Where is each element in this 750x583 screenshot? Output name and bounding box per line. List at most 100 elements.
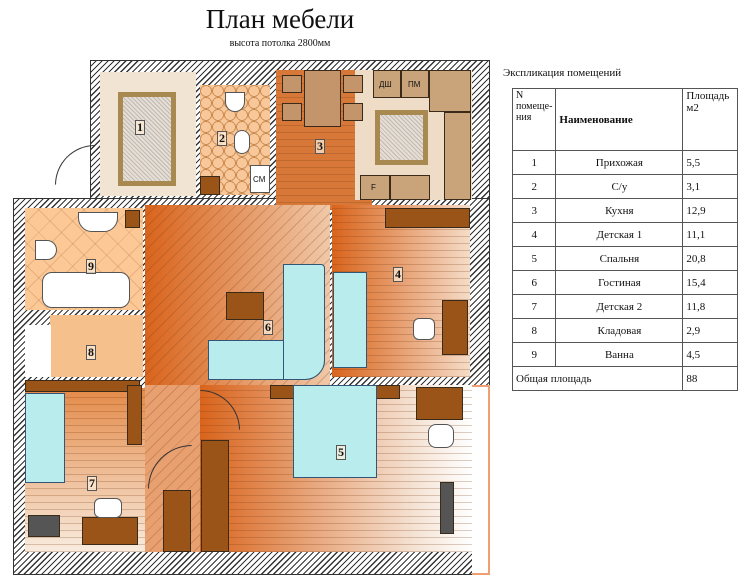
kitchen-rug xyxy=(375,110,428,165)
room-number-cell: 2 xyxy=(511,174,557,199)
shelf xyxy=(25,380,140,392)
room-name-cell: Детская 2 xyxy=(555,294,684,319)
room-name-cell: Спальня xyxy=(555,246,684,271)
wardrobe xyxy=(385,208,470,228)
rug xyxy=(118,92,176,186)
coffee-table xyxy=(226,292,264,320)
fridge: F xyxy=(360,175,390,200)
room-name-cell: Ванна xyxy=(555,342,684,367)
toilet xyxy=(35,240,57,260)
corner-cabinet xyxy=(429,70,471,112)
microwave: ПМ xyxy=(401,70,429,98)
room-area-cell: 11,8 xyxy=(682,294,738,319)
sink xyxy=(78,212,118,232)
room-number-9: 9 xyxy=(86,259,96,274)
room-number-cell: 8 xyxy=(511,318,557,343)
room-number-cell: 5 xyxy=(511,246,557,271)
desk xyxy=(442,300,468,355)
room-number-1: 1 xyxy=(135,120,145,135)
desk xyxy=(416,387,463,420)
room-number-cell: 7 xyxy=(511,294,557,319)
entrance-door[interactable] xyxy=(55,145,95,185)
chair xyxy=(94,498,122,518)
room-name-cell: Кладовая xyxy=(555,318,684,343)
cabinet xyxy=(125,210,140,228)
room-area-cell: 3,1 xyxy=(682,174,738,199)
room-number-cell: 6 xyxy=(511,270,557,295)
header-area: Площадь м2 xyxy=(682,88,738,151)
dining-table xyxy=(304,70,341,127)
exercise-bike xyxy=(28,515,60,537)
wardrobe xyxy=(201,440,229,552)
room-name-cell: Прихожая xyxy=(555,150,684,175)
treadmill xyxy=(440,482,454,534)
chair xyxy=(343,103,363,121)
bathtub xyxy=(42,272,130,308)
fridge-label: F xyxy=(371,183,376,192)
room-name-cell: С/у xyxy=(555,174,684,199)
table-total-row: Общая площадь 88 xyxy=(511,366,738,391)
room-number-8: 8 xyxy=(86,345,96,360)
room-number-cell: 4 xyxy=(511,222,557,247)
room-area-cell: 15,4 xyxy=(682,270,738,295)
desk xyxy=(82,517,138,545)
room-number-7: 7 xyxy=(87,476,97,491)
bed xyxy=(25,393,65,483)
room-area-cell: 2,9 xyxy=(682,318,738,343)
sofa xyxy=(333,272,367,368)
toilet xyxy=(234,130,250,154)
floor-plan: СМ ДШ ПМ F xyxy=(13,60,490,575)
total-label: Общая площадь xyxy=(511,366,684,391)
chair xyxy=(428,424,454,448)
room-number-2: 2 xyxy=(217,131,227,146)
chair xyxy=(413,318,435,340)
page-subtitle: высота потолка 2800мм xyxy=(229,38,331,49)
sink xyxy=(225,92,245,112)
room-name-cell: Гостиная xyxy=(555,270,684,295)
stove xyxy=(390,175,430,200)
page-title: План мебели xyxy=(205,4,355,34)
balcony xyxy=(472,385,490,575)
room-number-cell: 9 xyxy=(511,342,557,367)
room-number-5: 5 xyxy=(336,445,346,460)
room-number-6: 6 xyxy=(263,320,273,335)
room-number-cell: 1 xyxy=(511,150,557,175)
room-storage xyxy=(50,315,143,377)
room-name-cell: Детская 1 xyxy=(555,222,684,247)
chair xyxy=(282,75,302,93)
sofa-corner xyxy=(283,264,325,380)
storage-shelf xyxy=(25,325,51,377)
header-name: Наименование xyxy=(555,88,684,151)
double-bed xyxy=(293,385,377,478)
room-area-cell: 12,9 xyxy=(682,198,738,223)
microwave-label: ПМ xyxy=(408,80,421,89)
room-number-cell: 3 xyxy=(511,198,557,223)
wardrobe xyxy=(127,385,142,445)
room-area-cell: 4,5 xyxy=(682,342,738,367)
chair xyxy=(282,103,302,121)
kitchen-counter xyxy=(444,112,471,200)
dishwasher: ДШ xyxy=(373,70,401,98)
cabinet xyxy=(163,490,191,552)
room-name-cell: Кухня xyxy=(555,198,684,223)
dishwasher-label: ДШ xyxy=(379,80,392,89)
explication-title: Экспликация помещений xyxy=(503,67,622,79)
room-area-cell: 5,5 xyxy=(682,150,738,175)
room-area-cell: 20,8 xyxy=(682,246,738,271)
header-number: N помеще-ния xyxy=(511,88,557,151)
cabinet xyxy=(200,176,220,195)
washer-label: СМ xyxy=(253,175,266,184)
room-area-cell: 11,1 xyxy=(682,222,738,247)
chair xyxy=(343,75,363,93)
total-value: 88 xyxy=(682,366,738,391)
